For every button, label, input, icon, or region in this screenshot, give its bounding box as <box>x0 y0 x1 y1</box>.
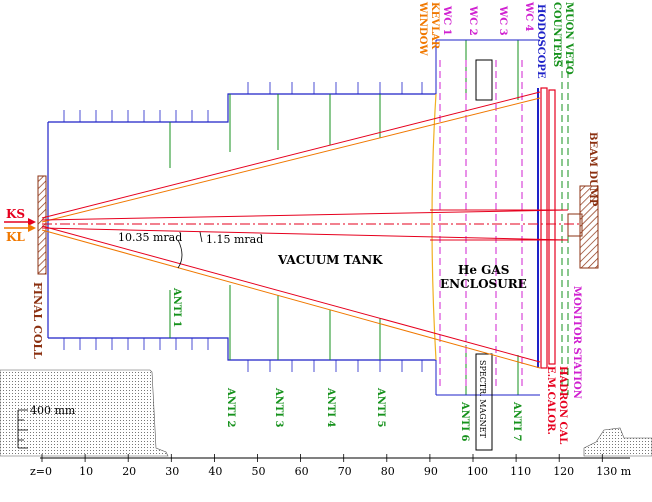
floor-ground-left <box>0 369 169 457</box>
label-anti-3: ANTI 3 <box>273 387 284 428</box>
decay-cone <box>41 91 580 369</box>
label-wc3: WC 3 <box>497 5 508 36</box>
z-axis-ticks: z=0 10 20 30 40 50 60 70 80 90 100 110 120 130 m <box>30 454 632 478</box>
label-ks: KS <box>6 207 25 221</box>
label-he-gas: He GAS <box>458 263 509 277</box>
label-wc4: WC 4 <box>523 1 534 32</box>
label-anti-6: ANTI 6 <box>459 401 470 442</box>
scale-label: 400 mm <box>30 404 76 417</box>
label-vacuum-tank: VACUUM TANK <box>277 253 383 267</box>
em-calorimeter <box>540 87 548 369</box>
angle-arc-2 <box>199 231 203 243</box>
label-hadron-cal: HADRON CAL <box>557 366 568 444</box>
axis-tick-label: 50 <box>252 465 266 478</box>
angle-arc-1 <box>177 239 183 269</box>
label-wc1: WC 1 <box>441 5 452 36</box>
axis-tick-label: 60 <box>295 465 309 478</box>
tank-fins <box>63 82 423 372</box>
label-hodoscope: HODOSCOPE <box>535 4 546 79</box>
kevlar-window <box>431 93 437 361</box>
scale-bar <box>17 409 28 449</box>
label-anti-2: ANTI 2 <box>225 387 236 428</box>
label-em-calor: E.M.CALOR. <box>545 366 556 435</box>
axis-tick-label: 120 <box>553 465 574 478</box>
label-beam-dump: BEAM DUMP <box>587 132 598 207</box>
axis-tick-label: z=0 <box>30 465 52 478</box>
label-window: WINDOW <box>417 1 428 56</box>
floor-ground-right <box>583 427 652 457</box>
axis-tick-label: 20 <box>122 465 136 478</box>
label-wc2: WC 2 <box>467 5 478 36</box>
label-final-coll: FINAL COLL <box>31 282 44 359</box>
label-angle-2: 1.15 mrad <box>206 233 263 246</box>
label-spectr-magnet: SPECTR. MAGNET <box>478 360 487 438</box>
label-monitor-station: MONITOR STATION <box>571 286 582 399</box>
label-kl: KL <box>6 230 25 244</box>
axis-tick-label: 40 <box>208 465 222 478</box>
axis-tick-label: 80 <box>381 465 395 478</box>
label-angle-1: 10.35 mrad <box>118 231 182 244</box>
label-counters: COUNTERS <box>551 2 562 67</box>
axis-tick-label: 100 <box>467 465 488 478</box>
vacuum-tank-outline <box>47 93 436 361</box>
label-anti-7: ANTI 7 <box>511 401 522 442</box>
wire-chambers <box>439 60 523 390</box>
axis-tick-label: 110 <box>510 465 531 478</box>
he-gas-enclosure-outline <box>435 39 540 396</box>
axis-tick-label: 10 <box>79 465 93 478</box>
label-anti-1: ANTI 1 <box>171 287 182 327</box>
beam-dump-stand <box>579 185 599 269</box>
axis-tick-label: 70 <box>338 465 352 478</box>
kaon-arrows <box>4 218 36 232</box>
axis-tick-label: 30 <box>165 465 179 478</box>
label-kevlar: KEVLAR <box>429 2 440 50</box>
label-enclosure: ENCLOSURE <box>440 277 527 291</box>
axis-tick-label: 90 <box>424 465 438 478</box>
hadron-calorimeter <box>548 89 556 365</box>
axis-tick-label: 130 m <box>596 465 631 478</box>
label-anti-5: ANTI 5 <box>375 387 386 428</box>
beam-dump-block <box>567 213 583 237</box>
magnet-bottom <box>475 353 493 451</box>
magnet-top <box>475 59 493 101</box>
label-muon-veto: MUON VETO <box>563 2 574 75</box>
final-collimator <box>37 175 47 275</box>
label-anti-4: ANTI 4 <box>325 387 336 428</box>
anti-counters <box>169 40 519 395</box>
